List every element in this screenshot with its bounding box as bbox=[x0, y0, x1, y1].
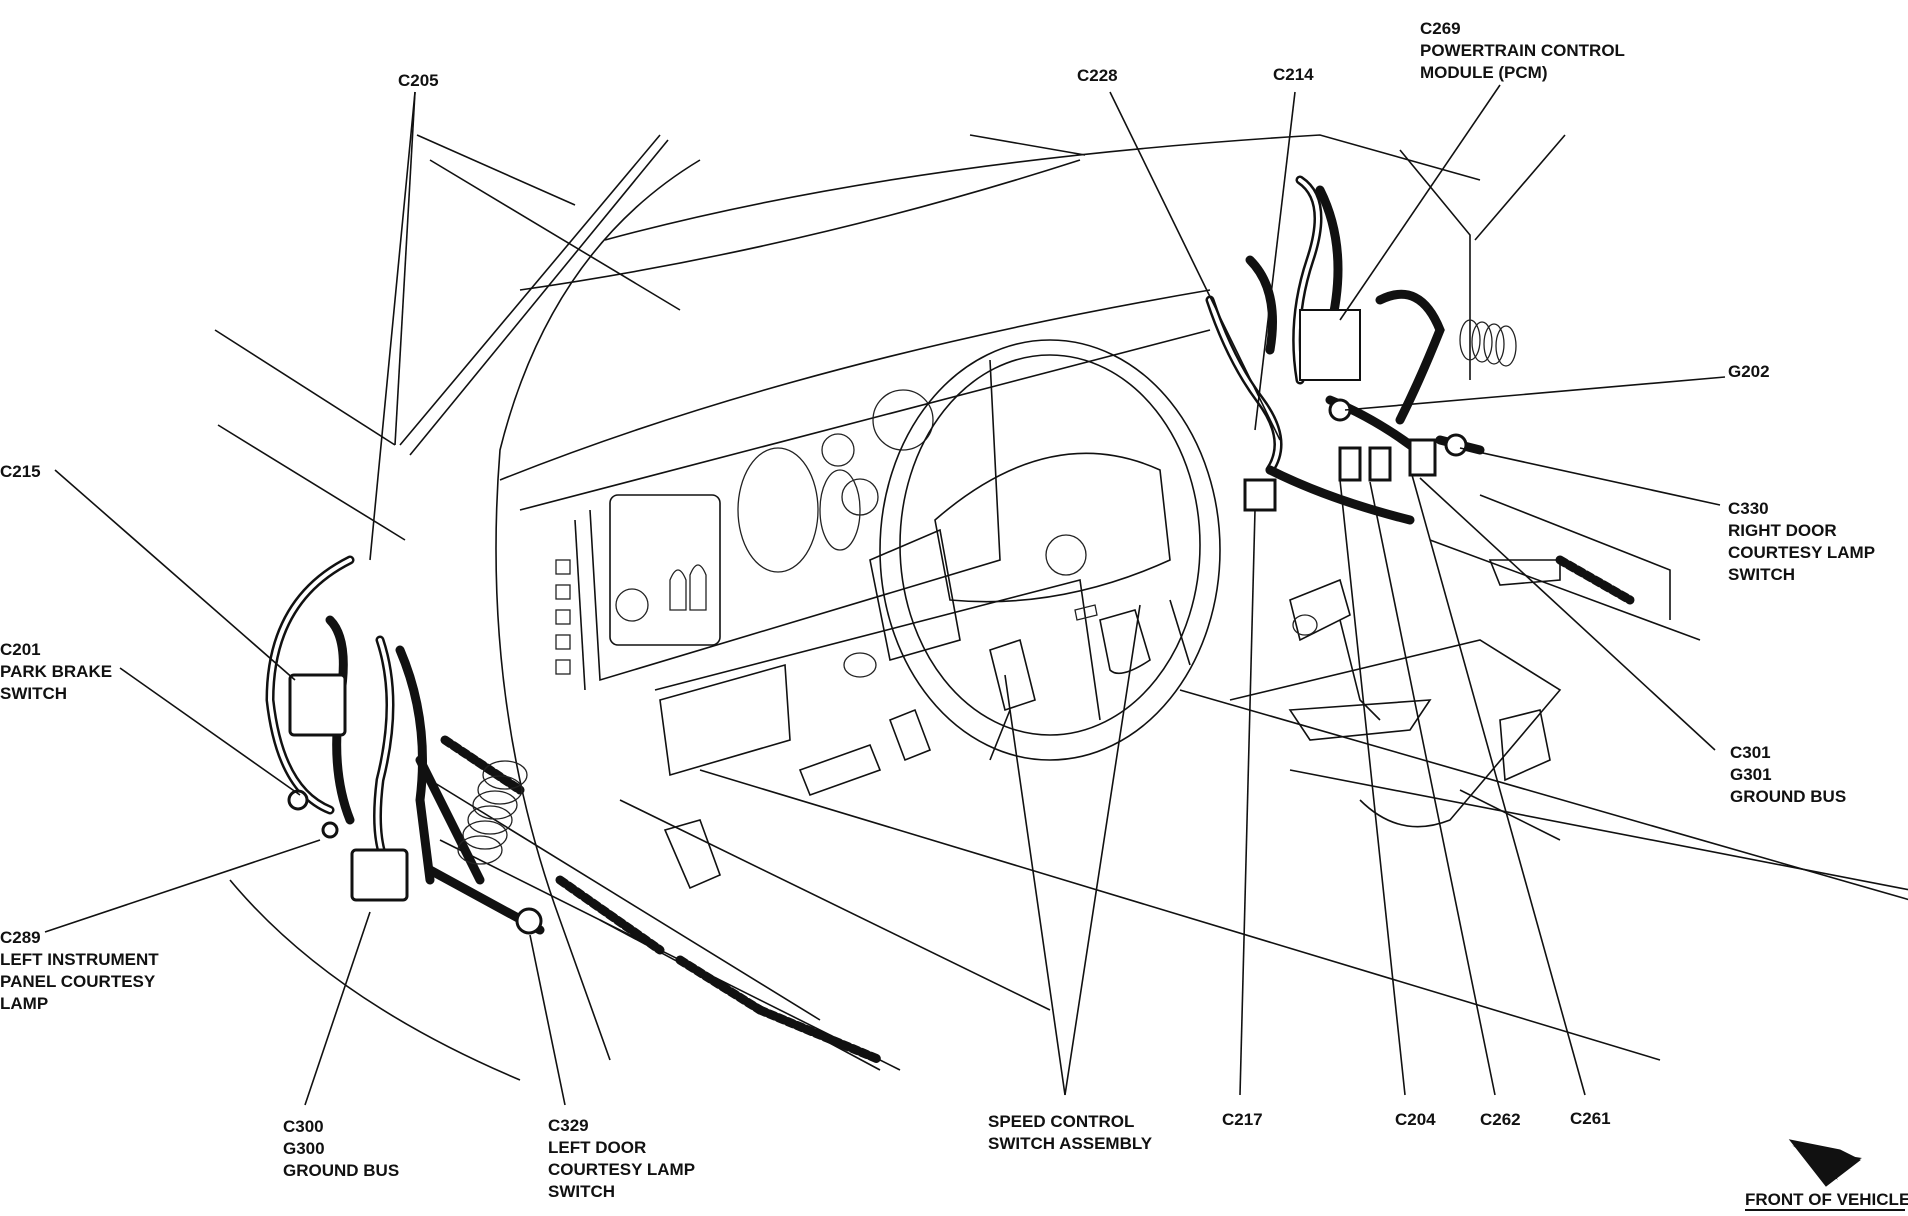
label-c269-line3: MODULE (PCM) bbox=[1420, 63, 1547, 82]
label-c217: C217 bbox=[1222, 1110, 1263, 1129]
label-c329-line2: LEFT DOOR bbox=[548, 1138, 646, 1157]
label-c269-line1: C269 bbox=[1420, 19, 1461, 38]
label-c289-line4: LAMP bbox=[0, 994, 48, 1013]
label-c329-line4: SWITCH bbox=[548, 1182, 615, 1201]
label-c301-line2: G301 bbox=[1730, 765, 1772, 784]
label-c301-line3: GROUND BUS bbox=[1730, 787, 1846, 806]
leader-lines bbox=[44, 84, 1726, 1106]
label-c201-line1: C201 bbox=[0, 640, 41, 659]
label-c300-line1: C300 bbox=[283, 1117, 324, 1136]
label-c330-line1: C330 bbox=[1728, 499, 1769, 518]
label-c330-line2: RIGHT DOOR bbox=[1728, 521, 1837, 540]
label-front-of-vehicle: FRONT OF VEHICLE bbox=[1745, 1190, 1908, 1209]
label-speed-control-line1: SPEED CONTROL bbox=[988, 1112, 1134, 1131]
label-c215: C215 bbox=[0, 462, 41, 481]
label-g202: G202 bbox=[1728, 362, 1770, 381]
label-speed-control-line2: SWITCH ASSEMBLY bbox=[988, 1134, 1153, 1153]
label-c269-line2: POWERTRAIN CONTROL bbox=[1420, 41, 1625, 60]
vehicle-interior-drawing bbox=[214, 134, 1908, 1081]
label-c301-line1: C301 bbox=[1730, 743, 1771, 762]
label-c214: C214 bbox=[1273, 65, 1314, 84]
label-c201-line3: SWITCH bbox=[0, 684, 67, 703]
label-c300-line3: GROUND BUS bbox=[283, 1161, 399, 1180]
label-c289-line2: LEFT INSTRUMENT bbox=[0, 950, 159, 969]
label-c300-line2: G300 bbox=[283, 1139, 325, 1158]
label-c330-line4: SWITCH bbox=[1728, 565, 1795, 584]
label-c204: C204 bbox=[1395, 1110, 1436, 1129]
wiring-harness bbox=[265, 175, 1517, 935]
front-arrow-icon bbox=[1788, 1139, 1862, 1187]
label-c228: C228 bbox=[1077, 66, 1118, 85]
label-c329-line1: C329 bbox=[548, 1116, 589, 1135]
label-c201-line2: PARK BRAKE bbox=[0, 662, 112, 681]
label-c262: C262 bbox=[1480, 1110, 1521, 1129]
label-c205: C205 bbox=[398, 71, 439, 90]
label-c330-line3: COURTESY LAMP bbox=[1728, 543, 1875, 562]
label-c289-line3: PANEL COURTESY bbox=[0, 972, 156, 991]
label-c261: C261 bbox=[1570, 1109, 1611, 1128]
label-c289-line1: C289 bbox=[0, 928, 41, 947]
label-c329-line3: COURTESY LAMP bbox=[548, 1160, 695, 1179]
